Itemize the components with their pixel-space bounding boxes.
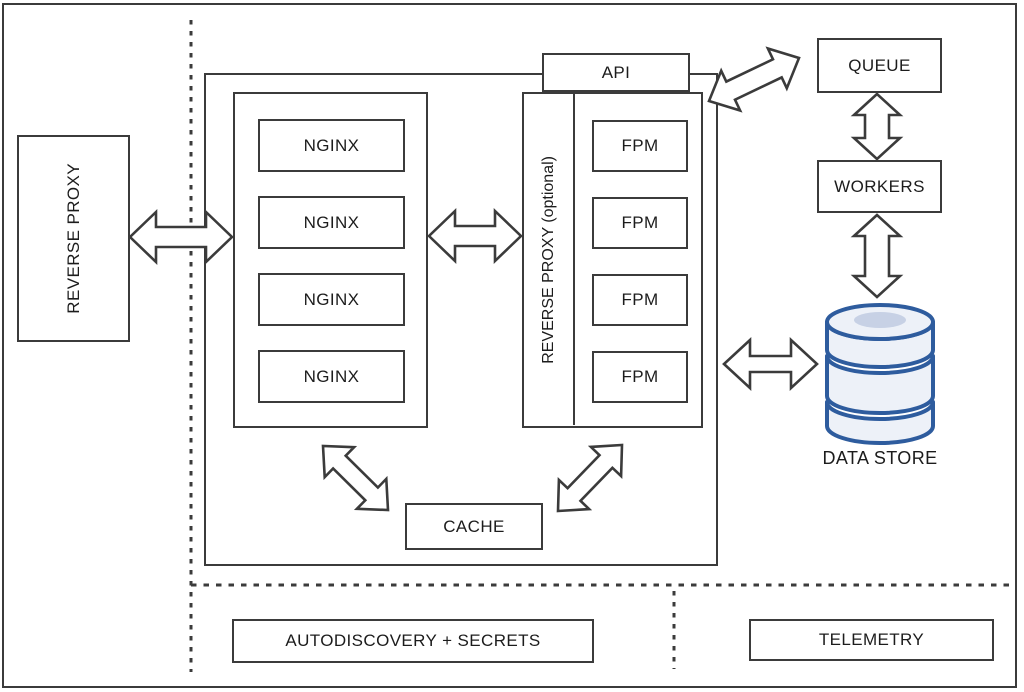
node-nginx-2-label: NGINX (303, 212, 360, 232)
fpm-group: REVERSE PROXY (optional) (522, 92, 703, 428)
database-icon (825, 303, 935, 445)
node-telemetry-label: TELEMETRY (818, 630, 925, 649)
node-nginx-1: NGINX (258, 119, 405, 172)
node-fpm-1-label: FPM (621, 136, 659, 155)
node-api-label: API (601, 62, 631, 82)
node-fpm-3-label: FPM (621, 290, 659, 309)
node-queue: QUEUE (817, 38, 942, 93)
node-reverse-proxy-optional: REVERSE PROXY (optional) (524, 94, 575, 425)
node-fpm-1: FPM (592, 120, 688, 172)
arrow-queue-workers (850, 92, 904, 161)
node-telemetry: TELEMETRY (749, 619, 994, 661)
service-container (204, 73, 718, 566)
node-queue-label: QUEUE (848, 55, 911, 75)
arrow-cache-fpm (556, 443, 624, 513)
node-fpm-3: FPM (592, 274, 688, 326)
arrow-reverseproxy-nginx (128, 208, 234, 266)
node-nginx-1-label: NGINX (303, 135, 360, 155)
node-autodiscovery-secrets: AUTODISCOVERY + SECRETS (232, 619, 594, 663)
node-data-store-label: DATA STORE (822, 448, 938, 468)
node-api: API (542, 53, 690, 92)
node-workers: WORKERS (817, 160, 942, 213)
node-reverse-proxy: REVERSE PROXY (17, 135, 130, 342)
node-reverse-proxy-label: REVERSE PROXY (63, 163, 83, 314)
arrow-nginx-cache (321, 444, 390, 512)
diagram-border (2, 3, 1017, 688)
arrow-workers-datastore (850, 213, 904, 299)
nginx-group (233, 92, 428, 428)
arrow-fpm-datastore (722, 337, 819, 391)
node-nginx-3: NGINX (258, 273, 405, 326)
node-fpm-2-label: FPM (621, 213, 659, 232)
node-nginx-2: NGINX (258, 196, 405, 249)
node-fpm-4-label: FPM (621, 367, 659, 386)
node-cache-label: CACHE (443, 516, 505, 536)
node-nginx-4-label: NGINX (303, 366, 360, 386)
node-autodiscovery-secrets-label: AUTODISCOVERY + SECRETS (285, 631, 541, 650)
node-workers-label: WORKERS (834, 176, 925, 196)
node-cache: CACHE (405, 503, 543, 550)
arrow-api-queue (707, 46, 801, 113)
node-fpm-2: FPM (592, 197, 688, 249)
node-nginx-4: NGINX (258, 350, 405, 403)
node-nginx-3-label: NGINX (303, 289, 360, 309)
node-fpm-4: FPM (592, 351, 688, 403)
arrow-nginx-reverseproxyopt (427, 207, 523, 265)
